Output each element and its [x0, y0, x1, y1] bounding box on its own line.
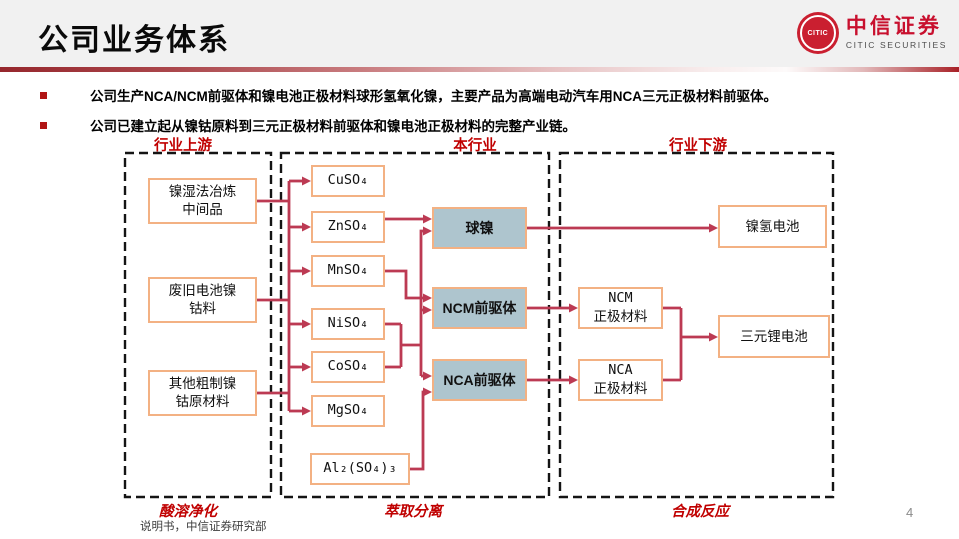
node-label: 中间品 [182, 202, 223, 217]
citic-logo: CITIC 中信证券 CITIC SECURITIES [796, 12, 947, 54]
node-label: 正极材料 [593, 381, 648, 396]
node-mnso4: MnSO₄ [311, 255, 385, 287]
process-label-acid-purification: 酸溶净化 [159, 504, 217, 520]
source-note: 说明书，中信证券研究部 [140, 521, 267, 533]
node-label: NCA [608, 362, 633, 379]
bullet-marker [40, 92, 47, 99]
node-al2so43: Al₂(SO₄)₃ [310, 453, 410, 485]
section-label-industry: 本行业 [453, 138, 497, 154]
section-frames [123, 151, 835, 499]
node-label: 正极材料 [593, 309, 648, 324]
node-crude-raw-material: 其他粗制镍 钴原材料 [148, 370, 257, 416]
node-znso4: ZnSO₄ [311, 211, 385, 243]
node-ncm-precursor: NCM前驱体 [432, 287, 527, 329]
node-coso4: CoSO₄ [311, 351, 385, 383]
bullet-marker [40, 122, 47, 129]
section-label-downstream: 行业下游 [669, 138, 727, 154]
section-label-upstream: 行业上游 [154, 138, 212, 154]
bullet-item: 公司生产NCA/NCM前驱体和镍电池正极材料球形氢氧化镍，主要产品为高端电动汽车… [90, 89, 777, 104]
flow-arrows [289, 176, 718, 471]
node-label: 镍湿法冶炼 [168, 184, 237, 200]
node-label: 钴原材料 [175, 394, 230, 409]
citic-logo-monogram: CITIC [807, 29, 829, 37]
node-ncm-cathode: NCM 正极材料 [578, 287, 663, 329]
node-nickel-intermediate: 镍湿法冶炼 中间品 [148, 178, 257, 224]
header-divider [0, 67, 959, 72]
bullet-item: 公司已建立起从镍钴原料到三元正极材料前驱体和镍电池正极材料的完整产业链。 [90, 119, 576, 134]
node-ternary-battery: 三元锂电池 [718, 315, 830, 358]
node-cuso4: CuSO₄ [311, 165, 385, 197]
node-label: 其他粗制镍 [168, 376, 237, 392]
flow-lines [257, 181, 683, 411]
node-nca-precursor: NCA前驱体 [432, 359, 527, 401]
citic-logo-icon: CITIC [796, 12, 839, 54]
node-niso4: NiSO₄ [311, 308, 385, 340]
citic-logo-ring: CITIC [799, 15, 836, 51]
page-number: 4 [906, 505, 914, 520]
process-label-extraction: 萃取分离 [384, 504, 442, 520]
node-waste-battery-material: 废旧电池镍 钴料 [148, 277, 257, 323]
citic-logo-text: 中信证券 CITIC SECURITIES [845, 15, 947, 50]
node-label: 钴料 [189, 301, 216, 316]
node-nimh-battery: 镍氢电池 [718, 205, 827, 248]
node-spherical-nickel: 球镍 [432, 207, 527, 249]
process-label-synthesis: 合成反应 [671, 504, 729, 520]
page-title: 公司业务体系 [38, 24, 230, 57]
logo-name-en: CITIC SECURITIES [845, 39, 947, 50]
node-nca-cathode: NCA 正极材料 [578, 359, 663, 401]
logo-name-cn: 中信证券 [845, 15, 942, 39]
node-label: NCM [608, 290, 633, 307]
node-mgso4: MgSO₄ [311, 395, 385, 427]
node-label: 废旧电池镍 [168, 283, 237, 299]
